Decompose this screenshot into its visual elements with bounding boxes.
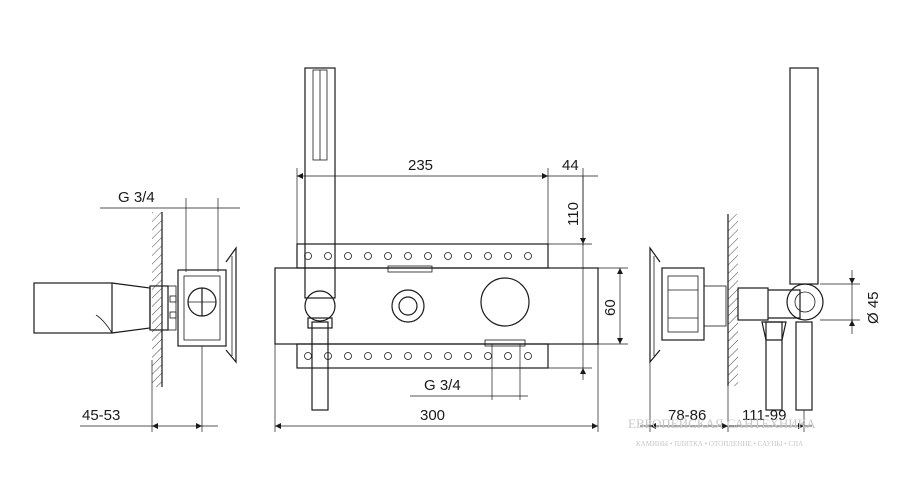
front-width-total-label: 300 — [420, 407, 445, 424]
mixer-handle — [480, 277, 530, 327]
rail-hole — [404, 252, 412, 260]
left-pipe — [33, 282, 113, 334]
rail-hole — [384, 352, 392, 360]
rail-hole — [524, 252, 532, 260]
left-wall-hatch — [152, 212, 162, 387]
front-plate-height-label: 60 — [602, 299, 619, 316]
rail-hole — [424, 352, 432, 360]
watermark-brand: ЕВРОПЕЙСКАЯ САНТЕХНИКА — [628, 416, 816, 431]
rail-hole — [304, 252, 312, 260]
right-lower-pipe-2 — [795, 321, 813, 411]
rail-hole — [344, 252, 352, 260]
right-outlet — [786, 283, 824, 321]
left-thread-label: G 3/4 — [118, 189, 155, 206]
rail-hole — [504, 352, 512, 360]
rail-hole — [464, 352, 472, 360]
rail-holes — [304, 252, 532, 360]
right-wall-hatch — [728, 214, 738, 386]
rail-hole — [304, 352, 312, 360]
left-depth-label: 45-53 — [82, 407, 120, 424]
shower-outlet — [304, 290, 336, 322]
rail-hole — [484, 352, 492, 360]
rail-hole — [324, 252, 332, 260]
rail-hole — [444, 252, 452, 260]
watermark-tagline: КАМИНЫ • ПЛИТКА • ОТОПЛЕНИЕ • САУНЫ • СП… — [636, 440, 803, 448]
rail-hole — [324, 352, 332, 360]
right-side-view: Ø 45 78-86 111-99 — [640, 67, 882, 432]
left-side-view: G 3/4 45-53 — [33, 189, 240, 432]
slide-bar — [789, 67, 819, 285]
rail-hole — [404, 352, 412, 360]
bottom-mounting-rail — [296, 343, 549, 369]
rail-hole — [484, 252, 492, 260]
rail-hole — [504, 252, 512, 260]
rail-hole — [464, 252, 472, 260]
left-flange — [225, 246, 237, 364]
rail-hole — [344, 352, 352, 360]
rail-hole — [364, 252, 372, 260]
right-outlet-label: 111-99 — [742, 407, 786, 424]
hand-shower-hose — [311, 321, 329, 411]
watermark: ЕВРОПЕЙСКАЯ САНТЕХНИКА КАМИНЫ • ПЛИТКА •… — [628, 416, 816, 448]
front-cover-plate — [274, 267, 599, 345]
rail-hole — [524, 352, 532, 360]
front-thread-label: G 3/4 — [424, 377, 461, 394]
right-depth-label: 78-86 — [668, 407, 706, 424]
rail-hole — [444, 352, 452, 360]
front-view: 235 44 110 60 G 3/4 300 — [274, 67, 628, 432]
rail-hole — [384, 252, 392, 260]
right-flange — [649, 246, 661, 364]
front-height-top-label: 110 — [565, 202, 582, 226]
diverter-knob — [391, 289, 425, 323]
right-diameter-label: Ø 45 — [865, 291, 882, 324]
rail-hole — [424, 252, 432, 260]
front-width-top-label: 235 — [408, 157, 433, 174]
front-offset-label: 44 — [562, 157, 579, 174]
right-lower-pipe-1 — [765, 321, 783, 411]
rail-hole — [364, 352, 372, 360]
hand-shower-handle — [304, 67, 336, 299]
